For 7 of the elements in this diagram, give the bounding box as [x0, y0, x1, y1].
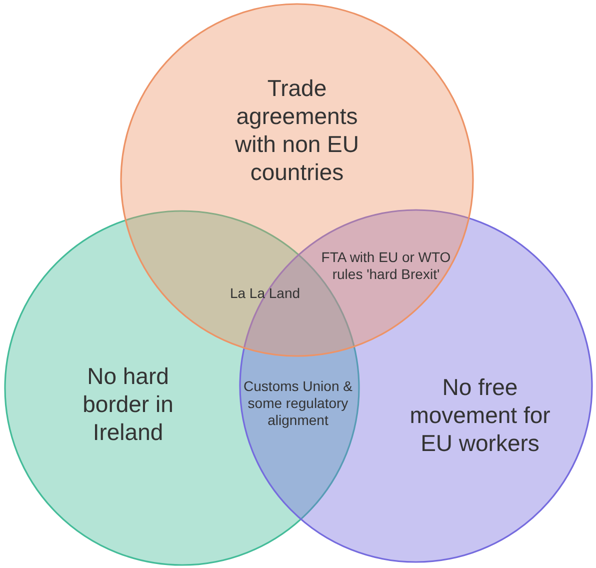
- venn-circle: [120, 3, 474, 357]
- set-label: No free movement for EU workers: [409, 373, 551, 457]
- region-label: Customs Union & some regulatory alignment: [243, 378, 353, 428]
- region-label: La La Land: [229, 284, 301, 302]
- set-label: Trade agreements with non EU countries: [234, 74, 360, 186]
- region-label: FTA with EU or WTO rules 'hard Brexit': [320, 249, 452, 283]
- set-label: No hard border in Ireland: [82, 362, 174, 446]
